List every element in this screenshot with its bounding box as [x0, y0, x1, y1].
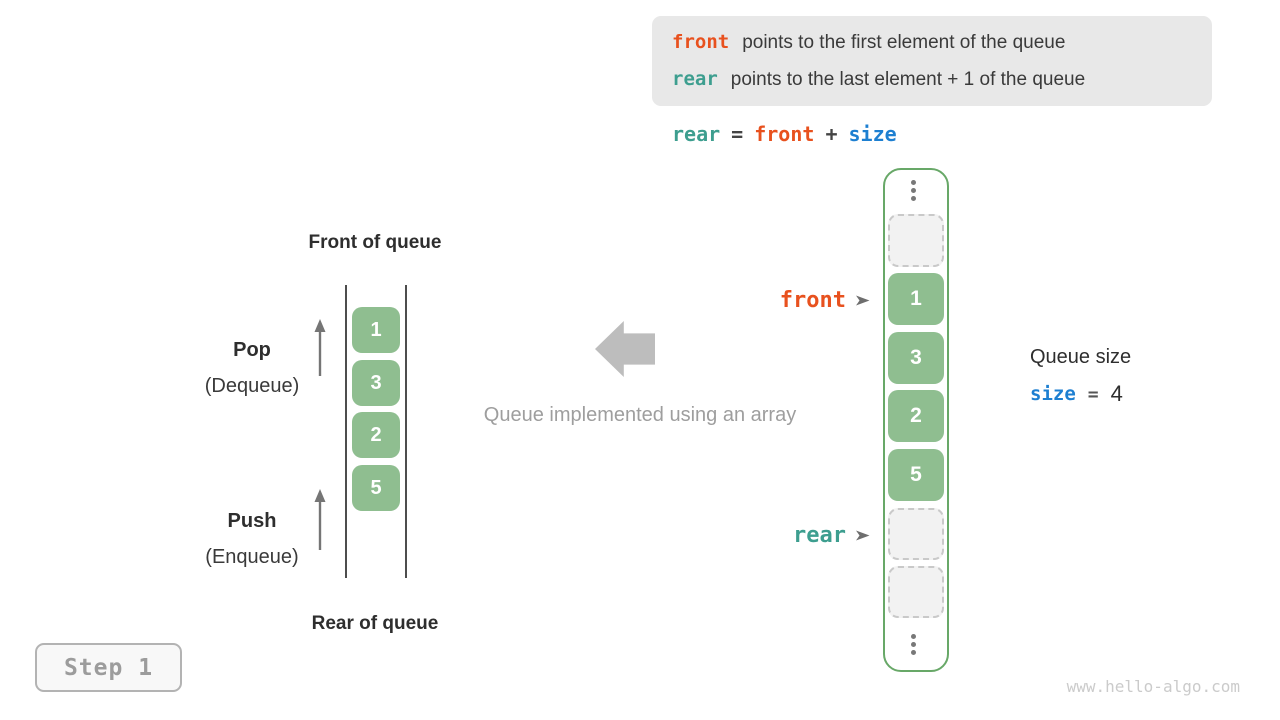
array-cell: 3 — [888, 332, 944, 384]
queue-wall-left — [345, 285, 347, 578]
array-cell: 2 — [888, 390, 944, 442]
array-cell: 5 — [888, 449, 944, 501]
queue-wall-right — [405, 285, 407, 578]
pop-title: Pop — [233, 339, 271, 361]
pointer-arrow-icon — [856, 530, 870, 540]
push-subtitle: (Enqueue) — [205, 546, 299, 568]
array-empty-slot — [888, 508, 944, 560]
front-pointer: front — [718, 286, 870, 314]
array-caption: Queue implemented using an array — [483, 404, 797, 426]
size-keyword: size — [1030, 383, 1076, 405]
ellipsis-top-icon — [911, 180, 916, 201]
rear-pointer-label: rear — [793, 522, 846, 548]
ellipsis-bottom-icon — [911, 634, 916, 655]
queue-item: 2 — [352, 412, 400, 458]
rear-pointer: rear — [718, 521, 870, 549]
push-title: Push — [227, 510, 277, 532]
push-label: Push (Enqueue) — [162, 503, 342, 575]
legend-line-rear: rear points to the last element + 1 of t… — [672, 61, 1192, 98]
size-value: 4 — [1110, 381, 1123, 406]
left-block-arrow-icon — [595, 321, 655, 377]
front-keyword: front — [672, 31, 730, 53]
queue-item: 1 — [352, 307, 400, 353]
watermark: www.hello-algo.com — [1066, 677, 1240, 696]
pop-label: Pop (Dequeue) — [162, 332, 342, 404]
rear-of-queue-label: Rear of queue — [311, 613, 439, 634]
array-empty-slot — [888, 566, 944, 618]
formula-plus: + — [825, 122, 838, 146]
array-empty-slot — [888, 214, 944, 267]
legend-line-front: front points to the first element of the… — [672, 24, 1192, 61]
formula-rear: rear — [672, 122, 721, 146]
formula-size: size — [848, 122, 897, 146]
queue-item: 5 — [352, 465, 400, 511]
legend-front-text: points to the first element of the queue — [742, 32, 1066, 53]
pop-subtitle: (Dequeue) — [204, 375, 300, 397]
pointer-arrow-icon — [856, 295, 870, 305]
pop-arrow-icon — [314, 319, 326, 376]
front-pointer-label: front — [779, 287, 846, 313]
legend-box: front points to the first element of the… — [652, 16, 1212, 106]
formula-front: front — [754, 122, 815, 146]
front-of-queue-label: Front of queue — [308, 232, 442, 253]
step-badge: Step 1 — [35, 643, 182, 692]
size-equals: = — [1087, 383, 1099, 405]
push-arrow-icon — [314, 489, 326, 550]
queue-size-title: Queue size — [1030, 346, 1132, 368]
array-cell: 1 — [888, 273, 944, 325]
formula-equals: = — [731, 122, 744, 146]
queue-size-value-row: size = 4 — [1030, 381, 1123, 407]
legend-rear-text: points to the last element + 1 of the qu… — [730, 69, 1086, 90]
rear-keyword: rear — [672, 68, 718, 90]
queue-item: 3 — [352, 360, 400, 406]
formula: rear = front + size — [672, 122, 897, 146]
